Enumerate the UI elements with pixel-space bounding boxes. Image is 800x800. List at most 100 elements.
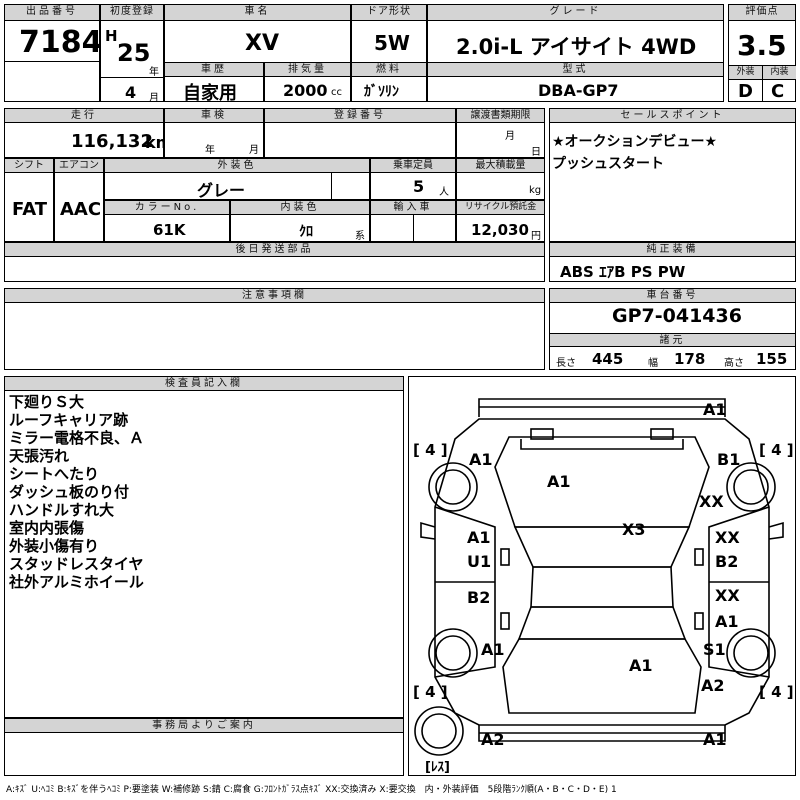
inspector-line: 天張汚れ (9, 447, 70, 465)
mileage-cell: 走行 116,132 km (4, 108, 172, 158)
inspection-label: 車検 (165, 109, 263, 123)
mark-rear-corner: A2 (701, 676, 725, 695)
inspector-line: ルーフキャリア跡 (9, 411, 129, 429)
damage-diagram: A1 A1 B1 A1 XX X3 A1 U1 XX B2 B2 XX A1 A… (408, 376, 796, 776)
inspector-label: 検査員記入欄 (5, 377, 403, 391)
spare-wheel (414, 706, 464, 756)
equipment-cell: 純正装備 ABS ｴｱB PS PW (549, 242, 796, 282)
mark-left-front-door-2: U1 (467, 552, 491, 571)
interior-color-label: 内装色 (231, 201, 369, 215)
car-name: XV (245, 31, 279, 56)
fuel-label: 燃料 (352, 63, 426, 77)
transfer-label: 譲渡書類期限 (457, 109, 544, 123)
mark-right-rear-fender: S1 (703, 640, 726, 659)
trunk (502, 638, 702, 714)
interior-unit: 系 (355, 231, 365, 242)
int-score-label: 内装 (763, 66, 796, 80)
ac-label: エアコン (55, 159, 103, 173)
capacity-unit: 人 (439, 187, 449, 198)
history-label: 車歴 (165, 63, 263, 77)
shift: FAT (12, 199, 48, 220)
width: 178 (674, 350, 706, 368)
legend: A:ｷｽﾞ U:ﾍｺﾐ B:ｷｽﾞを伴うﾍｺﾐ P:要塗装 W:補修跡 S:錆 … (6, 785, 617, 795)
chassis-cell: 車台番号 GP7-041436 諸元 長さ 445 幅 178 高さ 155 (549, 288, 796, 370)
mark-trunk: A1 (629, 656, 653, 675)
transfer-month: 月 (505, 131, 515, 142)
sales-line-2: プッシュスタート (552, 156, 664, 172)
transfer-day: 日 (531, 147, 541, 158)
color-no: 61K (153, 221, 186, 239)
inspector-line: ハンドルすれ大 (9, 501, 115, 519)
inspection-month: 月 (249, 145, 259, 156)
ext-score-label: 外装 (729, 66, 763, 80)
height-label: 高さ (724, 358, 744, 369)
inspector-line: 外装小傷有り (9, 537, 100, 555)
windshield (513, 526, 691, 568)
ac-cell: エアコン AAC (54, 158, 104, 242)
ac: AAC (60, 199, 102, 220)
mark-rear-bumper-right: A1 (703, 730, 727, 749)
color-no-label: カラーNo. (105, 201, 229, 215)
displacement-cell: 排気量 2000 cc (264, 62, 351, 102)
model-cell: 型式 DBA-GP7 (427, 62, 724, 102)
notes-cell: 注意事項欄 (4, 288, 545, 370)
int-score: C (771, 81, 785, 102)
inspector-notes: 下廻りＳ大 ルーフキャリア跡 ミラー電格不良、Ａ 天張汚れ シートへたり ダッシ… (9, 393, 144, 591)
import-label: 輸入車 (371, 201, 455, 215)
sales-line-1: ★オークションデビュー★ (552, 134, 718, 150)
mark-right-front-door-2: B2 (715, 552, 738, 571)
mileage: 116,132 (71, 131, 153, 152)
color-label: 外装色 (105, 159, 369, 173)
length-label: 長さ (556, 358, 576, 369)
color-no-cell: カラーNo. 61K (104, 200, 230, 242)
hood (494, 436, 710, 528)
recycle-fee: 12,030 (471, 221, 529, 239)
interior-color: ｸﾛ (299, 224, 313, 240)
wheel-rr (726, 628, 776, 678)
mark-roof: X3 (622, 520, 645, 539)
tire-front-right: [ 4 ] (759, 441, 794, 459)
spare-tire-label: [ﾚｽ] (425, 760, 450, 775)
tire-rear-right: [ 4 ] (759, 683, 794, 701)
ext-score: D (738, 81, 753, 102)
car-name-label: 車名 (165, 5, 350, 21)
later-parts-cell: 後日発送部品 (4, 242, 545, 282)
model: DBA-GP7 (538, 81, 619, 100)
rear-bumper (478, 725, 726, 742)
mark-left-front-door: A1 (467, 528, 491, 547)
door-type: 5W (374, 31, 410, 55)
fuel: ｶﾞｿﾘﾝ (364, 84, 399, 100)
equipment-label: 純正装備 (550, 243, 795, 257)
capacity: 5 (413, 177, 425, 196)
wheel-rl (428, 628, 478, 678)
score-label: 評価点 (729, 5, 795, 21)
inspection-cell: 車検 年 月 (164, 108, 264, 158)
month-unit: 月 (149, 93, 159, 104)
history: 自家用 (183, 83, 237, 104)
office-label: 事務局よりご案内 (5, 719, 403, 733)
inspector-line: ダッシュ板のり付 (9, 483, 130, 501)
chassis-label: 車台番号 (550, 289, 795, 303)
rear-window (517, 606, 687, 640)
recycle-cell: リサイクル預託金 12,030 円 (456, 200, 545, 242)
mark-hood: A1 (547, 472, 571, 491)
capacity-cell: 乗車定員 5 人 (370, 158, 456, 200)
capacity-label: 乗車定員 (371, 159, 455, 173)
door-label: ドア形状 (352, 5, 426, 21)
reg-month: 4 (125, 83, 137, 102)
later-parts-label: 後日発送部品 (5, 243, 544, 257)
transfer-cell: 譲渡書類期限 月 日 (456, 108, 545, 158)
inspector-line: 下廻りＳ大 (9, 393, 85, 411)
inspector-line: スタッドレスタイヤ (9, 555, 144, 573)
inspector-line: 社外アルミホイール (9, 573, 144, 591)
mark-right-rear-door-2: A1 (715, 612, 739, 631)
era: H (105, 27, 118, 45)
mark-right-front-panel: XX (699, 492, 724, 511)
wheel-fr (726, 462, 776, 512)
displacement: 2000 (283, 81, 328, 100)
mark-front-right-fender: B1 (717, 450, 740, 469)
mark-left-rear-door: B2 (467, 588, 490, 607)
grade: 2.0i-L アイサイト 4WD (456, 35, 697, 59)
first-registration-cell: 初度登録 H 25 年 4 月 (100, 4, 164, 104)
inspector-line: ミラー電格不良、Ａ (9, 429, 145, 447)
